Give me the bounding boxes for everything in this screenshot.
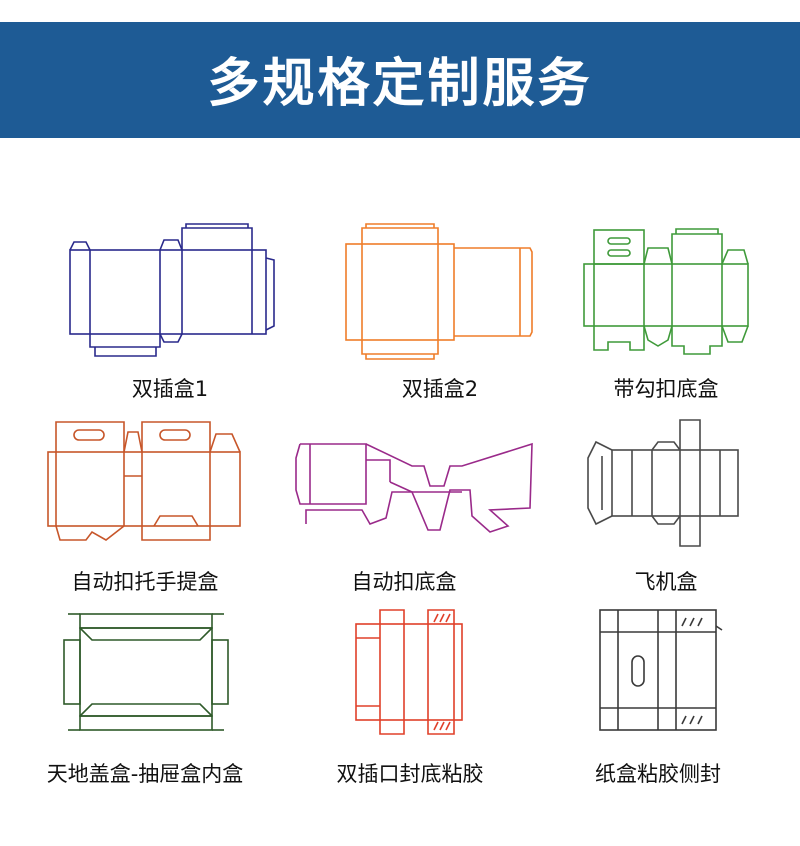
dieline-strokes: [63, 613, 229, 731]
item-lid-base-drawer-box[interactable]: [58, 606, 234, 738]
item-auto-lock-handle-box[interactable]: [46, 416, 244, 546]
dieline-strokes: [47, 421, 241, 541]
dieline-strokes: [583, 228, 749, 355]
dieline-strokes: [295, 442, 533, 533]
double-tuck-box-2-dieline-icon: [345, 223, 533, 360]
tuck-end-glued-bottom-dieline-icon: [355, 609, 463, 735]
dieline-strokes: [345, 223, 533, 360]
item-auto-lock-bottom-box[interactable]: [294, 438, 534, 538]
item-label: 双插口封底粘胶: [336, 762, 484, 786]
item-label: 自动扣托手提盒: [71, 570, 219, 594]
item-label: 纸盒粘胶侧封: [595, 762, 721, 786]
hook-snap-bottom-box-dieline-icon: [583, 228, 749, 355]
side-glued-box-dieline-icon: [599, 609, 723, 731]
item-label: 自动扣底盒: [351, 570, 457, 594]
auto-lock-handle-box-dieline-icon: [47, 421, 241, 541]
lid-base-drawer-box-dieline-icon: [63, 613, 229, 731]
double-tuck-box-1-dieline-icon: [69, 223, 275, 357]
item-hook-snap-bottom-box[interactable]: [578, 226, 754, 358]
header-banner: 多规格定制服务: [0, 22, 800, 138]
item-side-glued-box[interactable]: [596, 606, 726, 736]
item-mailer-box[interactable]: [582, 416, 742, 550]
item-label: 飞机盒: [634, 570, 698, 594]
dieline-strokes: [69, 223, 275, 357]
dieline-strokes: [355, 609, 463, 735]
item-double-tuck-box-2[interactable]: [340, 222, 550, 362]
item-double-tuck-box-1[interactable]: [60, 222, 280, 362]
item-label: 双插盒2: [401, 377, 479, 401]
item-label: 带勾扣底盒: [613, 377, 719, 401]
auto-lock-bottom-box-dieline-icon: [295, 442, 533, 533]
mailer-box-dieline-icon: [587, 419, 739, 547]
dieline-strokes: [599, 609, 723, 731]
page-title: 多规格定制服务: [207, 53, 593, 114]
item-tuck-end-glued-bottom[interactable]: [354, 606, 466, 738]
item-label: 双插盒1: [131, 377, 209, 401]
dieline-strokes: [587, 419, 739, 547]
item-label: 天地盖盒-抽屉盒内盒: [46, 762, 244, 786]
